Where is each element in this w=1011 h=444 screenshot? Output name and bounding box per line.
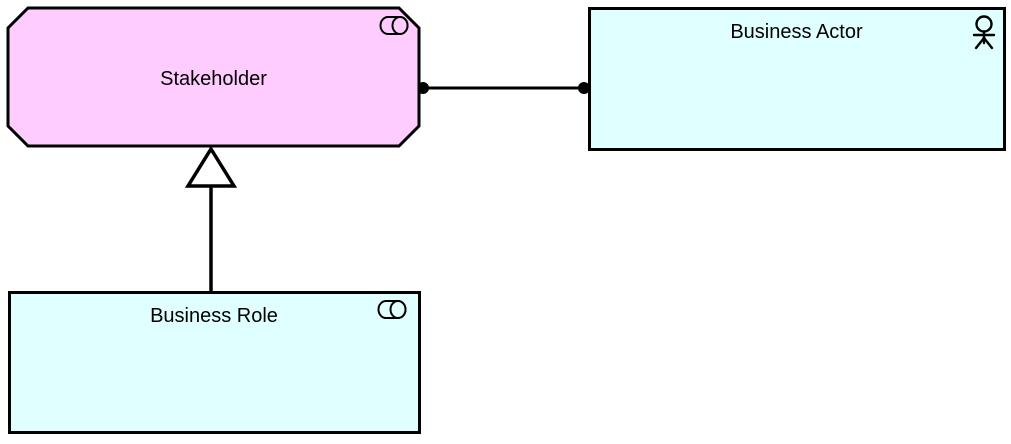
node-label-business-actor: Business Actor (730, 21, 863, 43)
stakeholder-shape (6, 6, 421, 148)
assignment-target-ball-icon (578, 82, 590, 94)
role-cylinder-icon (379, 16, 409, 35)
connection-assignment-stakeholder-business-actor[interactable] (417, 82, 590, 94)
node-business-role[interactable] (8, 291, 421, 434)
business-role-shape (8, 291, 421, 434)
node-label-business-role: Business Role (150, 305, 278, 327)
business-actor-shape (588, 7, 1006, 151)
connection-specialization-business-role-stakeholder[interactable] (184, 145, 238, 291)
actor-stick-figure-icon (972, 15, 996, 50)
node-stakeholder[interactable] (6, 6, 421, 148)
role-cylinder-icon (377, 300, 407, 319)
specialization-hollow-triangle-icon (184, 145, 238, 188)
node-label-stakeholder: Stakeholder (160, 68, 267, 90)
node-business-actor[interactable] (588, 7, 1006, 151)
